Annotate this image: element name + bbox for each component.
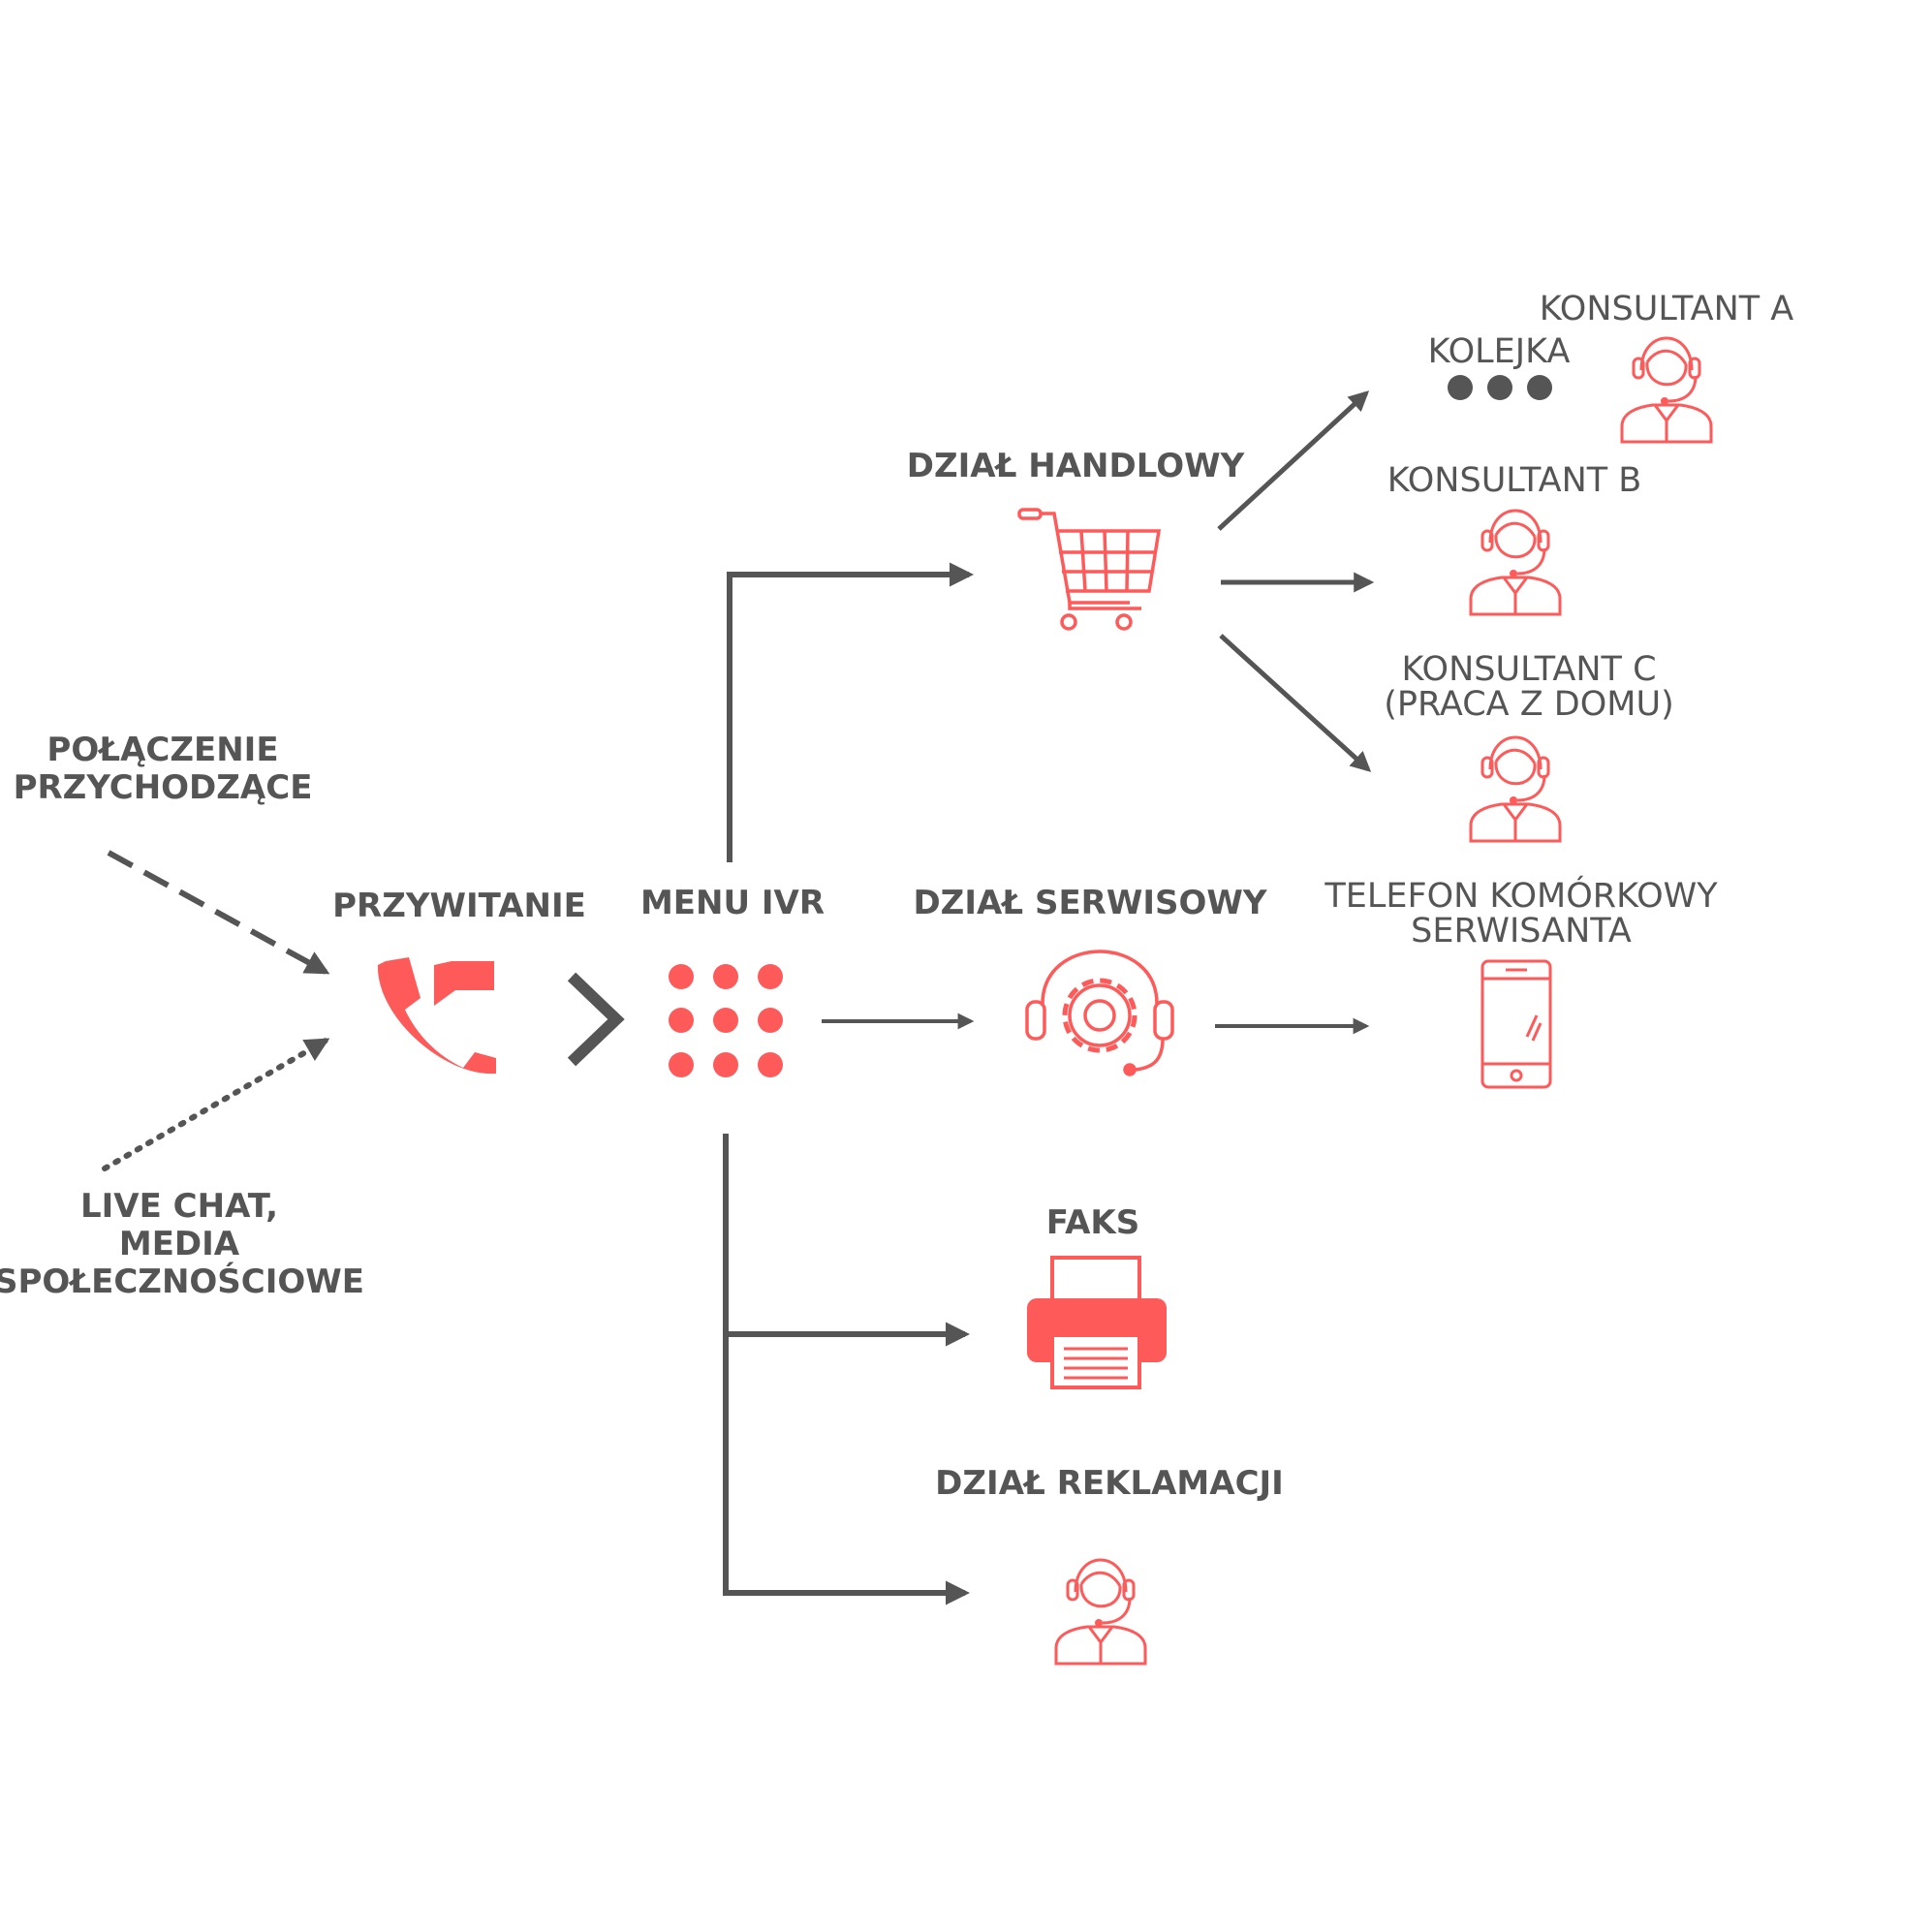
sales-to-consultant-c-arrow	[1219, 634, 1372, 772]
live-chat-label-line1: LIVE CHAT,	[79, 1187, 279, 1226]
incoming-call-label: POŁĄCZENIE PRZYCHODZĄCE	[13, 731, 313, 808]
queue-dots-icon	[1448, 375, 1552, 400]
fax-label: FAKS	[1045, 1203, 1140, 1242]
smartphone-icon	[1480, 959, 1552, 1089]
live-chat-arrow	[102, 1038, 330, 1171]
complaints-consultant-icon	[1054, 1558, 1147, 1666]
greeting-to-ivr-chevron	[567, 972, 625, 1067]
ivr-menu-label: MENU IVR	[639, 884, 826, 922]
consultant-b-icon	[1469, 509, 1562, 616]
phone-chat-icon	[377, 957, 496, 1075]
incoming-call-arrow	[107, 850, 330, 975]
sales-to-consultant-a-arrow	[1217, 390, 1370, 531]
sales-department-label: DZIAŁ HANDLOWY	[906, 447, 1245, 485]
technician-phone-label-line2: SERWISANTA	[1411, 911, 1632, 950]
consultant-a-label: KONSULTANT A	[1539, 290, 1794, 328]
live-chat-label-line3: SPOŁECZNOŚCIOWE	[0, 1262, 365, 1302]
queue-label: KOLEJKA	[1427, 332, 1571, 371]
service-department-label: DZIAŁ SERWISOWY	[913, 884, 1267, 922]
fax-printer-icon	[1027, 1256, 1167, 1389]
keypad-icon	[669, 964, 783, 1077]
consultant-a-icon	[1620, 336, 1713, 444]
gear-headset-icon	[1025, 950, 1174, 1076]
ivr-to-sales-arrow	[727, 562, 975, 862]
greeting-label: PRZYWITANIE	[332, 887, 586, 925]
consultant-c-label: KONSULTANT C (PRACA Z DOMU)	[1384, 650, 1674, 724]
consultant-b-label: KONSULTANT B	[1387, 461, 1642, 500]
technician-phone-label-line1: TELEFON KOMÓRKOWY	[1324, 877, 1718, 916]
consultant-c-label-line1: KONSULTANT C	[1401, 650, 1657, 689]
incoming-call-label-line2: PRZYCHODZĄCE	[13, 768, 313, 808]
live-chat-label-line2: MEDIA	[118, 1225, 240, 1264]
consultant-c-icon	[1469, 735, 1562, 843]
incoming-call-label-line1: POŁĄCZENIE	[47, 731, 279, 769]
shopping-cart-icon	[1017, 508, 1162, 631]
technician-phone-label: TELEFON KOMÓRKOWY SERWISANTA	[1324, 877, 1718, 950]
consultant-c-label-line2: (PRACA Z DOMU)	[1384, 684, 1674, 724]
live-chat-label: LIVE CHAT, MEDIA SPOŁECZNOŚCIOWE	[0, 1187, 365, 1302]
complaints-department-label: DZIAŁ REKLAMACJI	[935, 1464, 1284, 1503]
